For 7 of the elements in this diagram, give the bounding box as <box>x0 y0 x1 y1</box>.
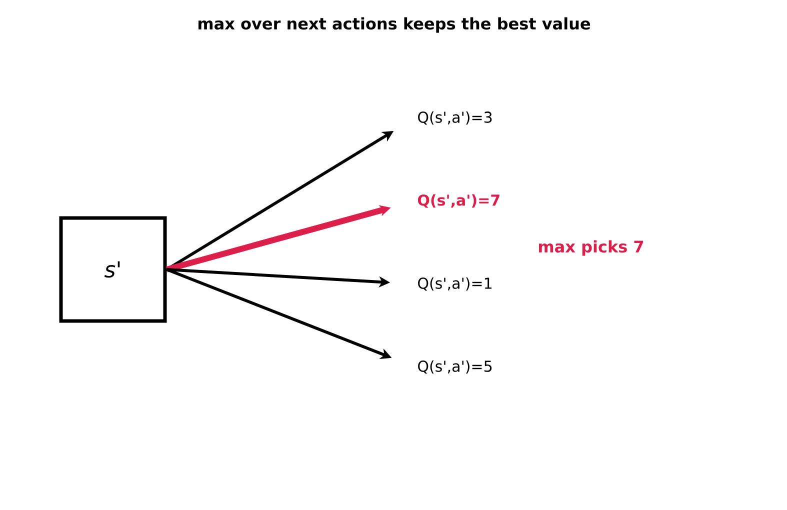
q-value-text: Q(s',a')=5 <box>418 360 492 374</box>
q-value-text: Q(s',a')=3 <box>418 111 492 125</box>
annotation: max picks 7 <box>539 240 644 256</box>
title: max over next actions keeps the best value <box>198 17 590 33</box>
state-box: s' <box>59 216 167 323</box>
q-value-text: Q(s',a')=1 <box>418 277 492 291</box>
q-value-text: Q(s',a')=7 <box>418 194 500 208</box>
